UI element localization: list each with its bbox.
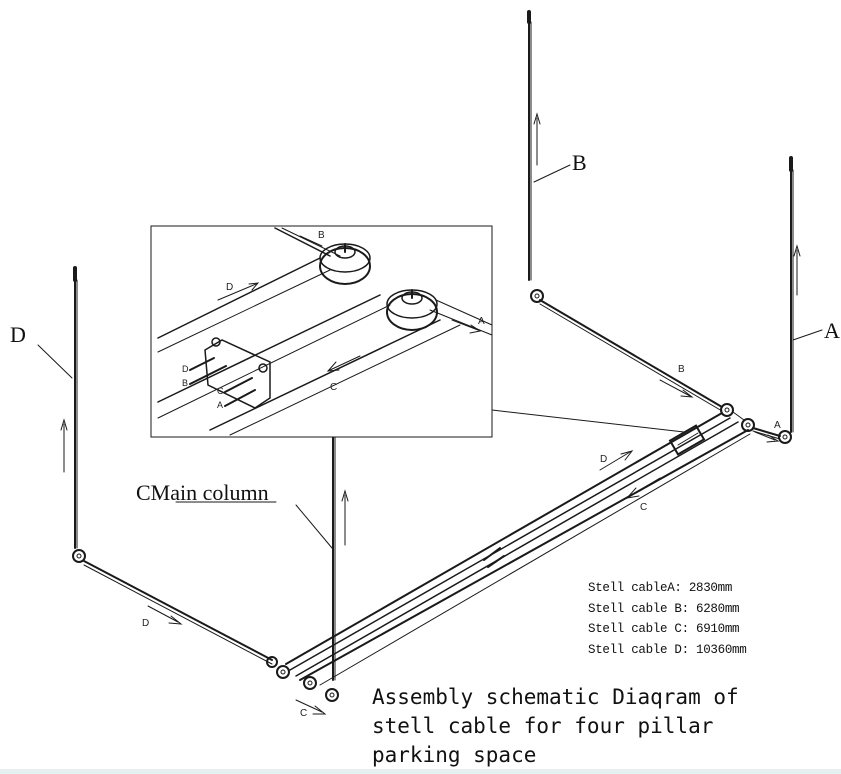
inset-label-d: D [226, 282, 233, 293]
arrow-d-bottom [147, 605, 183, 625]
inset-label-a-small: A [217, 400, 223, 410]
arrow-up-icon [533, 112, 541, 166]
label-d: D [10, 322, 26, 347]
pillar-d [72, 266, 86, 563]
arrow-label-c-bottom: C [300, 708, 307, 719]
leader-d [37, 344, 73, 379]
bottom-strip [0, 769, 841, 774]
arrow-label-d-main: D [600, 454, 607, 465]
inset-detail-box [150, 225, 685, 438]
label-b: B [572, 150, 587, 175]
cable-b-run [539, 299, 723, 412]
label-a: A [824, 318, 840, 343]
cable-d-run [83, 560, 273, 665]
arrow-up-icon [341, 489, 349, 546]
inset-label-b-small: B [182, 378, 188, 388]
legend-cable-b: Stell cable B: 6280mm [588, 601, 740, 616]
main-beam [285, 412, 751, 686]
inset-label-c-small: C [217, 386, 224, 396]
caption-line-1: Assembly schematic Diaqram of [372, 685, 739, 709]
inset-label-c: C [330, 382, 337, 393]
cable-length-legend: Stell cableA: 2830mm Stell cable B: 6280… [588, 578, 747, 660]
inset-label-b: B [318, 230, 325, 241]
arrow-c-bottom [295, 699, 327, 715]
bottom-left-pulleys [266, 656, 339, 702]
arrow-a-direction [754, 431, 780, 443]
main-column [331, 416, 336, 681]
pillar-b [527, 10, 544, 303]
label-main-column: CMain column [136, 480, 269, 505]
legend-cable-a: Stell cableA: 2830mm [588, 581, 733, 595]
inset-label-a: A [478, 316, 485, 327]
pillar-a [778, 156, 794, 444]
beam-junction-block [668, 424, 706, 456]
legend-cable-c: Stell cable C: 6910mm [588, 622, 740, 636]
right-junction [720, 403, 781, 440]
arrow-b-direction [659, 379, 694, 398]
arrow-label-c-main: C [640, 502, 647, 513]
leader-b [533, 164, 571, 183]
diagram-caption: Assembly schematic Diaqram of stell cabl… [372, 683, 832, 770]
leader-a [792, 329, 823, 341]
inset-label-d-small: D [182, 364, 189, 374]
legend-cable-d: Stell cable D: 10360mm [588, 642, 747, 657]
caption-line-3: parking space [372, 743, 537, 767]
leader-main-column [295, 504, 333, 549]
arrow-up-icon [60, 418, 68, 473]
caption-line-2: stell cable for four pillar [372, 714, 714, 738]
arrow-label-b: B [678, 364, 685, 375]
arrow-label-d-bottom: D [142, 618, 149, 629]
arrow-up-icon [793, 244, 801, 296]
arrow-c-main [625, 477, 661, 499]
arrow-label-a: A [774, 420, 781, 431]
arrow-d-main [599, 450, 634, 471]
